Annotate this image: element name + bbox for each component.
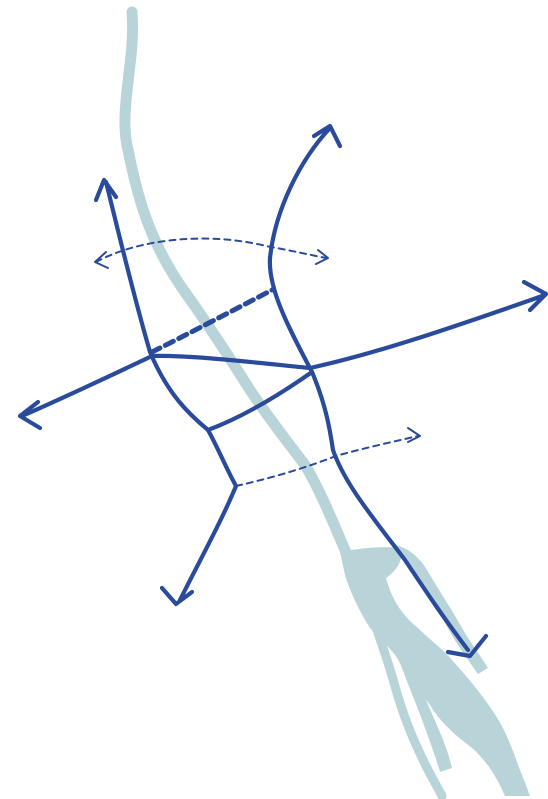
river-island-channel — [372, 614, 452, 772]
road-network — [17, 123, 548, 659]
arrowhead-icon — [311, 123, 343, 149]
road-east-trunk — [267, 125, 471, 653]
river-side-branch — [395, 545, 488, 674]
river-channel — [119, 6, 378, 621]
road-east-west-main — [19, 292, 548, 419]
arrowhead-icon — [521, 279, 548, 313]
thin-arrowhead-icon — [315, 249, 329, 265]
thin-arrowhead-icon — [94, 251, 109, 269]
proposed-link-upper — [95, 237, 327, 263]
road-southwest-spur — [177, 427, 239, 603]
road-west-trunk — [103, 179, 211, 433]
arrowhead-icon — [93, 177, 119, 203]
proposed-bridge-bold — [149, 287, 275, 355]
arrowhead-icon — [445, 633, 489, 659]
arrowhead-icon — [159, 585, 195, 607]
arrowhead-icon — [17, 399, 43, 431]
thin-arrowhead-icon — [407, 427, 421, 443]
proposed-crossings — [94, 237, 421, 487]
road-lower-connector — [205, 369, 315, 433]
river-lower-stream — [367, 610, 447, 799]
proposed-link-lower — [235, 435, 419, 487]
river-lower-body — [340, 547, 530, 796]
